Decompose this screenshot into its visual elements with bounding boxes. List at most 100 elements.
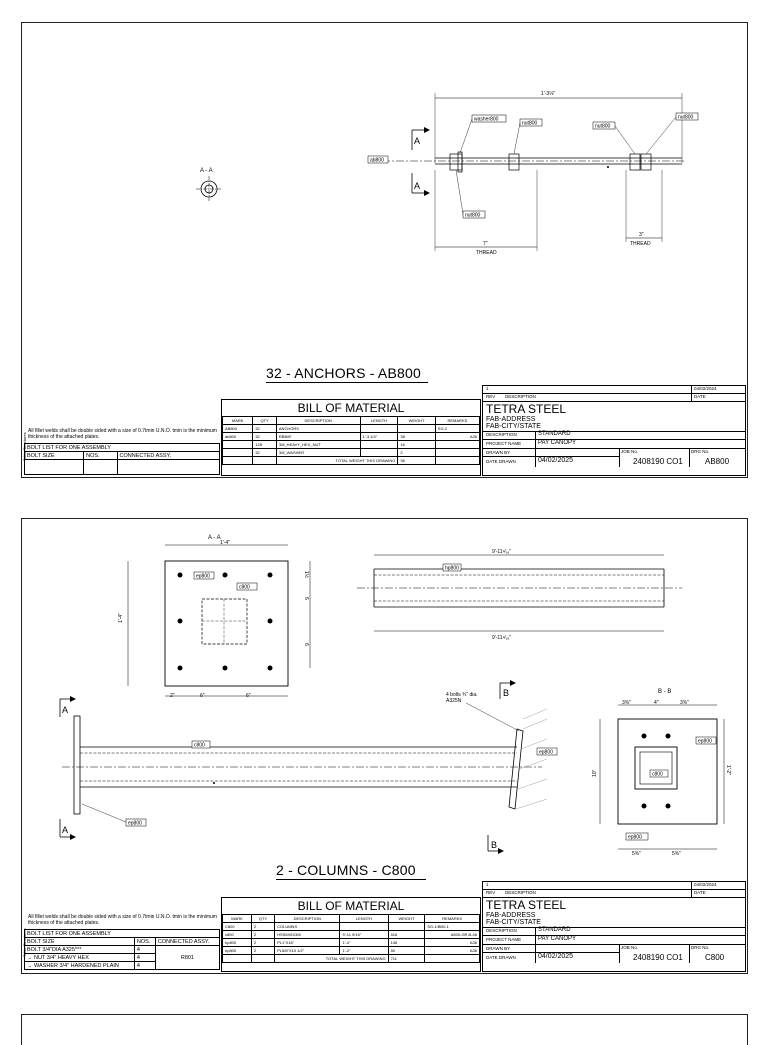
svg-text:3⅜": 3⅜" [680,700,689,706]
callout-ep800-elev: ep800 [128,821,142,827]
bolt-header-nos: NOS. [133,937,156,946]
bill-of-material: BILL OF MATERIAL MARK QTY DESCRIPTION LE… [221,897,481,972]
thread-left-label: THREAD [476,250,497,256]
column-elevation: c800 ep800 4 bolts ¾" dia. A325N ep800 A [59,680,558,854]
bolt-list-title: BOLT LIST FOR ONE ASSEMBLY [24,929,220,938]
svg-text:1½: 1½ [303,571,310,579]
section-view-aa: A - A [196,168,222,202]
section-mark-a-bottom: A [411,173,430,196]
project-value: PAY CANOPY [538,936,577,942]
svg-text:9'-11⁹⁄₁₆": 9'-11⁹⁄₁₆" [492,635,511,641]
drawing-sheet-columns: A - A 1'-4" 1'-4" 2" 6" 6" 1½ 6 6 ep800 [21,518,748,974]
bom-header: DESCRIPTION [275,416,361,425]
bom-header: WEIGHT [397,416,436,425]
washer-left [457,151,463,173]
svg-text:B: B [491,840,497,850]
company-address: FAB-ADDRESS [486,912,536,919]
svg-text:1'-4": 1'-4" [220,540,230,546]
thread-left-dim: 7" [483,241,488,247]
drawing-sheet-partial [21,1014,748,1045]
drawing-number: C800 [705,953,725,962]
svg-text:5⅜": 5⅜" [672,851,681,857]
drawing-number: AB800 [705,457,730,466]
bom-header: WEIGHT [387,914,426,923]
svg-text:A: A [414,136,420,146]
callout-c800-elev: c800 [194,743,205,749]
bolt-header-size: BOLT SIZE [24,937,135,946]
callout-ep800-bb-bottom: ep800 [628,835,642,841]
callout-c800-bb: c800 [652,772,663,778]
table-row: → WASHER 3/4" HARDENED PLAIN 4 [24,961,220,970]
svg-text:5⅜": 5⅜" [632,851,641,857]
bom-header: LENGTH [339,914,389,923]
bom-header: REMARKS [424,914,480,923]
callout-hp800: hp800 [445,566,459,572]
svg-text:A: A [414,181,420,191]
column-drawing: A - A 1'-4" 1'-4" 2" 6" 6" 1½ 6 6 ep800 [59,535,731,857]
tekla-label: Tekla Structures [22,432,27,461]
bom-header: QTY [252,416,277,425]
description-value: STANDARD [538,431,571,437]
project-value: PAY CANOPY [538,440,577,446]
svg-text:B - B: B - B [658,689,671,695]
date-drawn-value: 04/02/2025 [538,457,574,464]
section-view-aa: A - A 1'-4" 1'-4" 2" 6" 6" 1½ 6 6 ep800 [118,535,311,699]
section-mark-a-top: A [411,127,430,150]
anchor-drawing: A - A 1'-3⅛" A [196,91,699,256]
nut-middle [508,153,520,171]
nut-right-1 [629,153,641,171]
company-name: TETRA STEEL [486,898,567,912]
bolt-list: BOLT LIST FOR ONE ASSEMBLY BOLT SIZE NOS… [24,929,221,970]
thread-right-dim: 3" [639,232,644,238]
bolt-header-assy: CONNECTED ASSY. [116,451,221,460]
callout-nut800-bottom: nut800 [465,213,481,219]
bolt-list: BOLT LIST FOR ONE ASSEMBLY BOLT SIZE NOS… [23,443,221,475]
drawing-sheet-anchors: A - A 1'-3⅛" A [21,22,748,478]
job-number: 2408190 CO1 [633,457,683,466]
callout-washer800: washer800 [474,117,499,123]
section-label: A - A [200,168,213,174]
company-city: FAB-CITY/STATE [486,423,541,430]
tube-top-view: 9'-11⁹⁄₁₆" hp800 9'-11⁹⁄₁₆" [357,549,682,641]
callout-c800: c800 [239,585,250,591]
weld-notes: All fillet welds shall be double sided w… [28,914,217,926]
date-drawn-value: 04/02/2025 [538,953,574,960]
bolt-header-nos: NOS. [83,451,118,460]
company-city: FAB-CITY/STATE [486,919,541,926]
bom-title: BILL OF MATERIAL [297,899,405,913]
rev-date: 04/02/2024 [691,386,717,393]
bom-header: DESCRIPTION [274,914,341,923]
bolt-list-title: BOLT LIST FOR ONE ASSEMBLY [24,443,220,452]
svg-text:6": 6" [200,693,205,699]
weld-notes: All fillet welds shall be double sided w… [28,428,217,440]
bolt-header-assy: CONNECTED ASSY. [154,937,221,946]
svg-text:9'-11⁹⁄₁₆": 9'-11⁹⁄₁₆" [492,549,511,555]
svg-text:4 bolts ¾" dia.: 4 bolts ¾" dia. [446,692,478,698]
rev-number: 1 [486,882,489,887]
job-number: 2408190 CO1 [633,953,683,962]
svg-text:A: A [62,825,68,835]
bom-header: MARK [222,914,252,923]
nut-right-2 [640,153,652,171]
bom-title: BILL OF MATERIAL [297,401,405,415]
overall-length-dim: 1'-3⅛" [541,91,555,97]
rev-number: 1 [486,386,489,391]
callout-ep800-cap: ep800 [539,750,553,756]
svg-text:A: A [62,705,68,715]
thread-right-label: THREAD [630,241,651,247]
svg-text:2": 2" [170,693,175,699]
svg-text:A325N: A325N [446,698,462,704]
svg-text:10": 10" [592,769,598,777]
bom-header: REMARKS [434,416,481,425]
svg-text:4": 4" [654,700,659,706]
table-row: BOLT 3/4"DIA A325*** 4 R801 [24,945,221,970]
svg-text:6: 6 [303,643,309,646]
svg-text:A - A: A - A [208,535,221,541]
svg-text:6: 6 [303,597,309,600]
